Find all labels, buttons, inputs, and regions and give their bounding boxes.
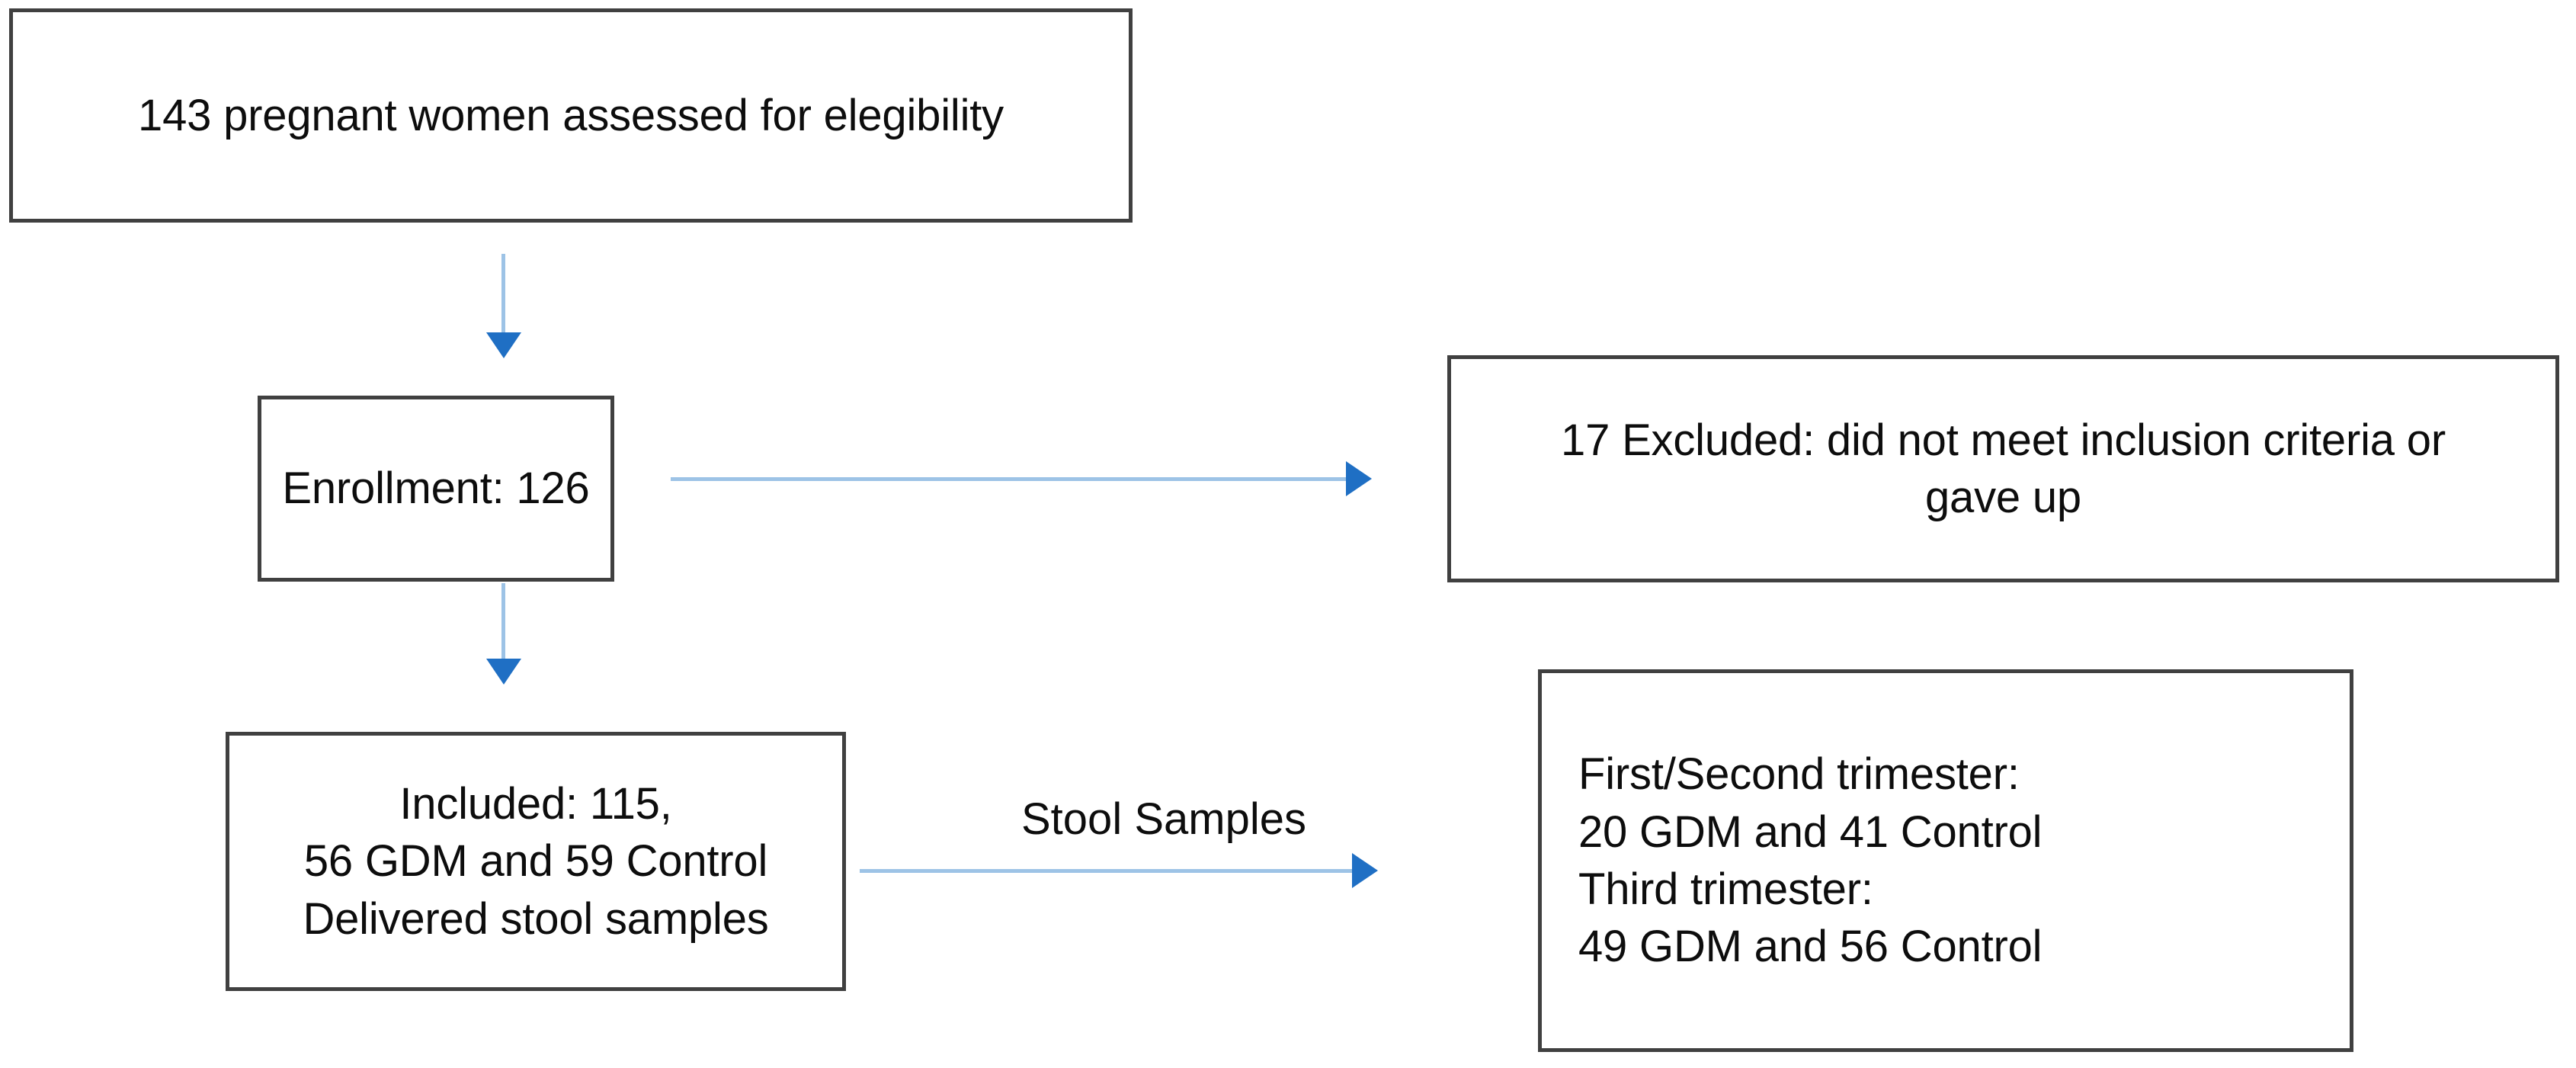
arrowhead-down-icon bbox=[486, 659, 521, 685]
edge-label-stool-samples: Stool Samples bbox=[1021, 794, 1306, 844]
flow-node-enrollment: Enrollment: 126 bbox=[258, 396, 614, 582]
arrowhead-right-icon bbox=[1346, 461, 1372, 496]
edge-line bbox=[671, 477, 1349, 481]
edge-line bbox=[501, 254, 505, 335]
flow-node-included: Included: 115, 56 GDM and 59 Control Del… bbox=[226, 732, 846, 991]
edge-line bbox=[860, 869, 1355, 873]
flow-node-excluded: 17 Excluded: did not meet inclusion crit… bbox=[1447, 355, 2559, 582]
edge-line bbox=[501, 583, 505, 661]
flow-node-assessed: 143 pregnant women assessed for elegibil… bbox=[9, 8, 1133, 223]
flow-node-trimester-breakdown: First/Second trimester: 20 GDM and 41 Co… bbox=[1538, 669, 2353, 1052]
arrowhead-right-icon bbox=[1352, 853, 1378, 888]
arrowhead-down-icon bbox=[486, 332, 521, 358]
